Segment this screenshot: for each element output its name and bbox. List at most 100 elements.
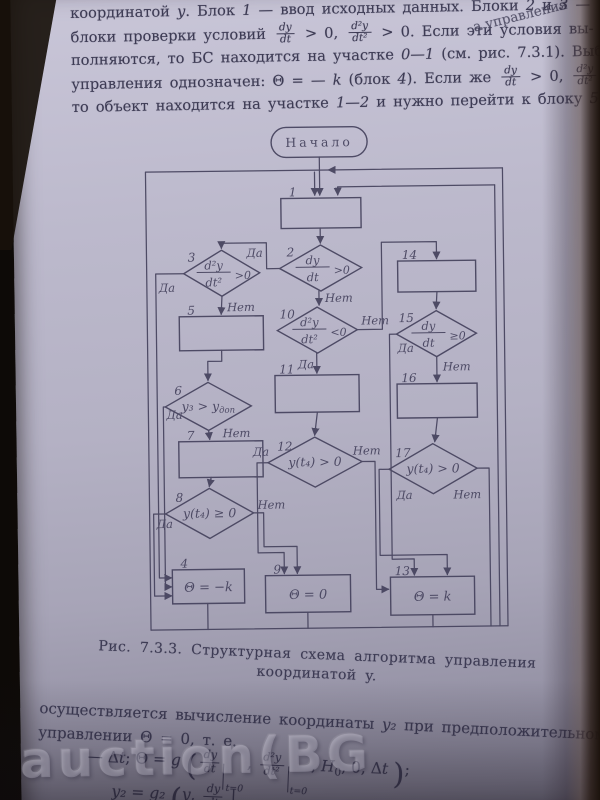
yes-label: Да [158, 281, 176, 295]
node-number: 12 [277, 439, 292, 453]
flowchart-connector [333, 184, 496, 196]
yes-label: Да [165, 408, 183, 422]
decision-shape [275, 306, 359, 354]
flowchart-node-4: 4Θ = −k [171, 557, 246, 605]
math-var: 0—1 [400, 45, 435, 64]
text-run: = [126, 782, 150, 800]
flowchart-connector [144, 169, 330, 631]
flowchart-connector [494, 184, 501, 627]
text-run: , [241, 753, 258, 773]
text-run: ; [404, 760, 411, 779]
decision-label: y(t₄) > 0 [287, 454, 341, 470]
no-label: Нет [442, 359, 471, 373]
no-label: Нет [226, 300, 255, 314]
text-run: > 0, [522, 67, 571, 86]
process-shape [274, 373, 361, 414]
flowchart-edges [144, 156, 509, 631]
flowchart-connector [150, 625, 509, 631]
node-number: 14 [402, 248, 417, 262]
condition-denominator: dt [307, 270, 320, 284]
fraction-denominator: dt [279, 33, 292, 46]
process-label: Θ = k [414, 589, 452, 604]
process-shape [280, 196, 362, 230]
text-run: блоки проверки условий [70, 25, 274, 46]
yes-label: Да [395, 488, 413, 502]
node-number: 17 [395, 446, 411, 460]
flowchart-connector [155, 273, 185, 583]
condition-numerator: d²y [204, 258, 223, 272]
condition-comparison: >0 [334, 264, 350, 277]
node-number: 3 [188, 251, 196, 265]
no-label: Нет [352, 443, 381, 457]
flowchart-connector [378, 468, 452, 576]
big-paren: ( [184, 748, 198, 783]
label-subscript: доп [219, 406, 235, 416]
decision-shape [395, 309, 478, 358]
flowchart-connector [206, 476, 215, 488]
terminal-label: Начало [285, 134, 353, 150]
math-var: y₂ [111, 782, 127, 800]
evaluated-at-bar: t=0 [286, 766, 308, 797]
no-label: Нет [222, 426, 251, 440]
math-var: g [170, 750, 182, 770]
yes-label: Да [297, 357, 315, 371]
text-run: , 0, Δ [340, 757, 383, 778]
flowchart-node-5: 5 [178, 304, 265, 352]
node-number: 9 [273, 563, 281, 577]
decision-shape [278, 244, 364, 292]
flowchart-node-16: 16 [396, 371, 479, 419]
process-shape [264, 573, 352, 614]
text-run: ). Если же [406, 68, 499, 88]
text-run: и нужно перейти к блоку [369, 90, 590, 112]
process-shape [396, 382, 479, 419]
condition-numerator: d²y [300, 315, 319, 329]
flowchart-connector [501, 167, 509, 627]
terminal-shape [270, 125, 368, 159]
yes-label: Да [245, 246, 263, 260]
node-number: 11 [279, 362, 294, 376]
decision-label: y(t₄) > 0 [405, 460, 459, 476]
decision-label: y(t₄) ≥ 0 [182, 505, 236, 521]
decision-shape [387, 442, 479, 495]
text-run: управления однозначен: Θ = — [71, 71, 333, 93]
text-run: то объект находится на участке [71, 94, 337, 117]
text-run: координатой [70, 3, 178, 22]
yes-label: Да [156, 517, 174, 531]
evaluated-at-sub: t=0 [289, 785, 308, 797]
math-var: g₂ [148, 783, 166, 800]
process-shape [396, 259, 477, 293]
flowchart-node-8: 8y(t₄) ≥ 0 [164, 487, 256, 540]
node-number: 6 [174, 384, 182, 398]
text-run: (см. рис. 7.3.1). Выбор [441, 42, 600, 63]
math-var: 1—2 [335, 94, 370, 112]
flowchart-node-11: 11 [274, 362, 361, 414]
flowchart-connector [204, 429, 213, 441]
condition-denominator: dt² [301, 332, 318, 346]
condition-comparison: ≥0 [449, 329, 465, 342]
flowchart-connector [361, 460, 390, 594]
flowchart-connector [252, 512, 302, 575]
decision-shape [266, 436, 364, 488]
flowchart-connector [217, 295, 226, 316]
node-number: 1 [289, 185, 297, 199]
math-var: 5 [589, 90, 599, 108]
flowchart-connector [388, 333, 419, 576]
flowchart-node-14: 14 [396, 248, 477, 293]
text-run: , [190, 785, 201, 800]
text-run: . Блок [185, 1, 243, 20]
flowchart-node-6: 6y₃ > yдоп [163, 381, 253, 432]
node-number: 8 [176, 491, 184, 505]
fraction-denominator: dt² [577, 75, 593, 88]
flowchart-node-13: 13Θ = k [389, 564, 476, 616]
